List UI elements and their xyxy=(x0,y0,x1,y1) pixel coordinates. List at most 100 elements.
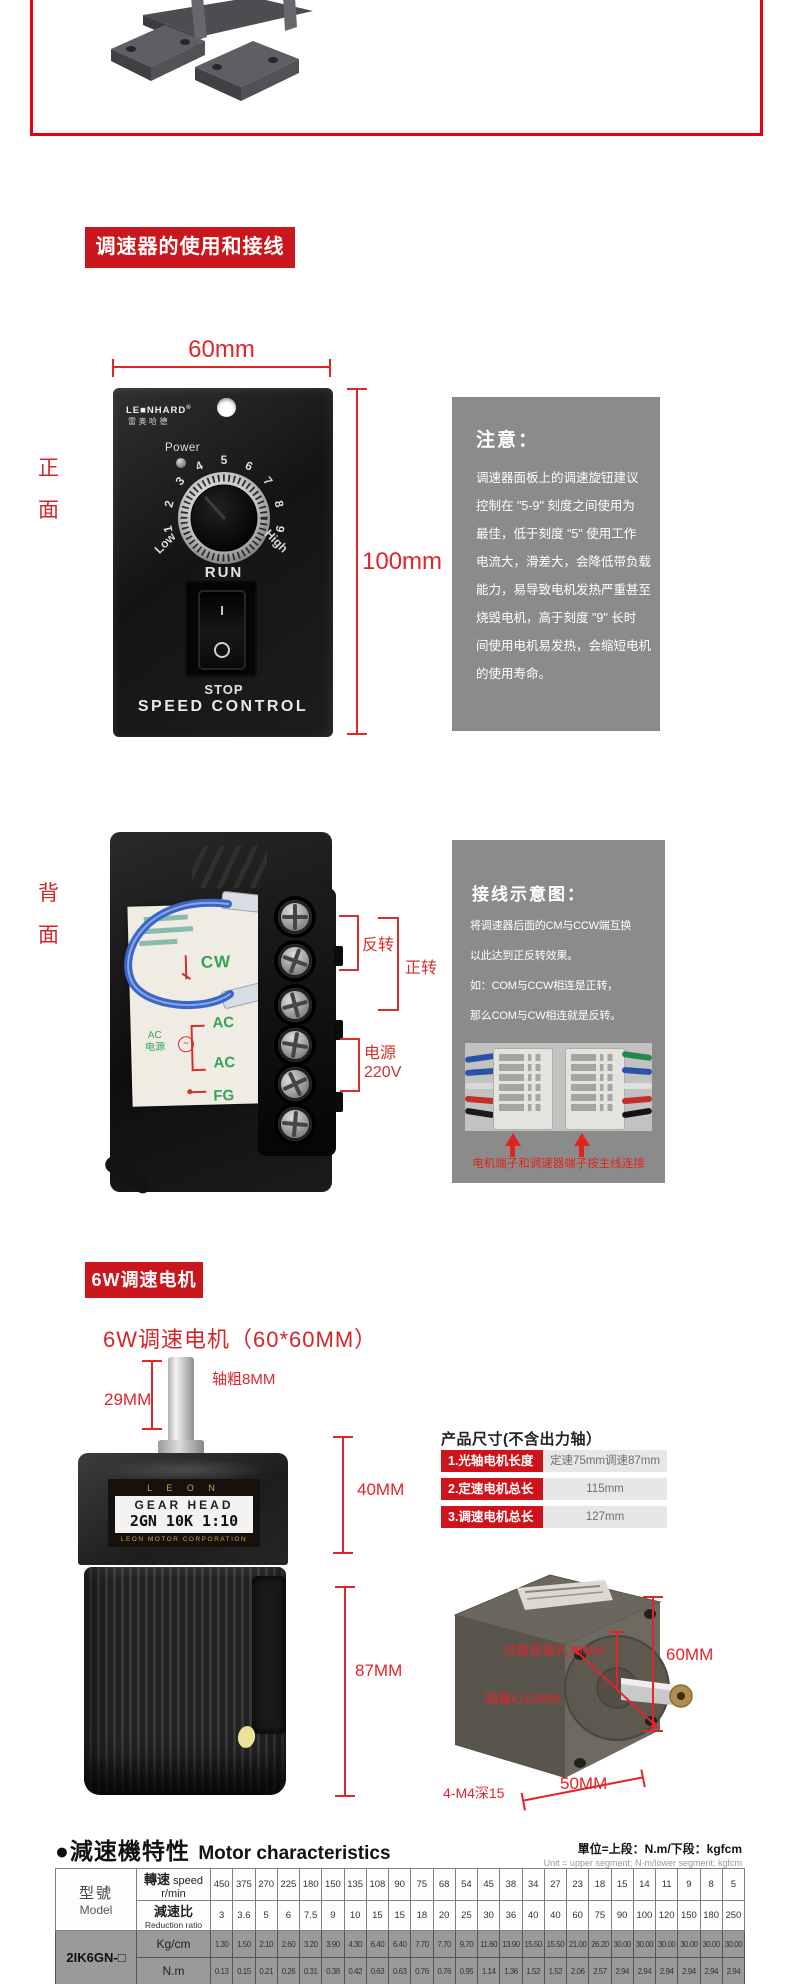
kgcm-value: 15.50 xyxy=(543,1930,568,1958)
connector-row xyxy=(571,1054,619,1061)
mounting-hole xyxy=(217,398,236,417)
fg-terminal-label: FG xyxy=(213,1087,235,1105)
power-cable xyxy=(102,1153,154,1197)
kgcm-value: 13.90 xyxy=(499,1930,523,1958)
dim-29mm: 29MM xyxy=(104,1390,152,1409)
ratio-value: 3.6 xyxy=(232,1900,256,1931)
speed-value: 34 xyxy=(521,1868,545,1901)
dim-diagonal-holes: 对角安装孔70MM xyxy=(503,1643,605,1658)
up-arrow-stem xyxy=(579,1145,584,1157)
kgcm-value: 4.30 xyxy=(343,1930,367,1958)
nm-value: 2.94 xyxy=(677,1957,701,1984)
switch-recess: I xyxy=(185,581,257,677)
terminal-screw xyxy=(274,984,316,1026)
terminal-screw xyxy=(272,1061,318,1107)
speed-value: 135 xyxy=(343,1868,367,1901)
kgcm-value: 1.50 xyxy=(232,1930,256,1958)
nm-value: 0.38 xyxy=(321,1957,345,1984)
stop-label: STOP xyxy=(204,682,244,697)
speed-value: 38 xyxy=(499,1868,523,1901)
dim-50mm: 50MM xyxy=(560,1774,608,1793)
dim-line-100mm xyxy=(347,388,367,735)
controller-connector xyxy=(565,1048,625,1130)
nm-value: 0.26 xyxy=(276,1957,301,1984)
shaft-collar xyxy=(158,1440,204,1456)
speed-value: 450 xyxy=(209,1868,234,1901)
kgcm-value: 30.00 xyxy=(632,1930,657,1958)
speed-value: 45 xyxy=(476,1868,501,1901)
dim-60mm-box: 60MM xyxy=(666,1645,714,1664)
front-side-label: 正 面 xyxy=(38,452,59,524)
motor-shaft xyxy=(168,1357,194,1453)
connector-row xyxy=(499,1094,547,1101)
back-label-char1: 背 xyxy=(38,882,59,905)
caution-note-box: 注意： 调速器面板上的调速旋钮建议控制在 "5-9" 刻度之间使用为最佳，低于刻… xyxy=(452,397,660,731)
up-arrow-icon xyxy=(574,1133,590,1146)
ratio-en: Reduction ratio xyxy=(144,1920,203,1930)
nm-value: 0.63 xyxy=(365,1957,390,1984)
gear-head: L E O N GEAR HEAD 2GN 10K 1:10 LEON MOTO… xyxy=(78,1453,288,1565)
ratio-value: 90 xyxy=(610,1900,634,1931)
speed-value: 150 xyxy=(321,1868,345,1901)
size-row-value: 115mm xyxy=(543,1478,667,1500)
terminal-tab xyxy=(334,1092,343,1112)
characteristics-title: ●減速機特性 Motor characteristics xyxy=(55,1832,391,1866)
size-row-label: 1.光轴电机长度 xyxy=(441,1450,543,1472)
ac-source-line1: AC xyxy=(147,1029,162,1042)
knob-number: 2 xyxy=(160,498,177,509)
gear-head-label: L E O N GEAR HEAD 2GN 10K 1:10 LEON MOTO… xyxy=(108,1479,260,1547)
ratio-value: 20 xyxy=(432,1900,456,1931)
kgcm-value: 15.50 xyxy=(521,1930,545,1958)
power-annotation-line1: 电源 xyxy=(364,1045,397,1062)
note-line: 最佳，低于刻度 "5" 使用工作 xyxy=(476,527,637,541)
connector-row xyxy=(571,1104,619,1111)
ratio-value: 40 xyxy=(543,1900,568,1931)
wire-black xyxy=(464,1107,496,1119)
reverse-annotation: 反转 xyxy=(362,937,395,954)
gear-label-brand: L E O N xyxy=(147,1483,221,1493)
dim-87mm: 87MM xyxy=(355,1661,403,1680)
gear-label-line2: 2GN 10K 1:10 xyxy=(129,1512,239,1530)
connector-row xyxy=(571,1074,619,1081)
connector-row xyxy=(571,1084,619,1091)
forward-bracket xyxy=(378,917,399,1011)
nm-value: 1.52 xyxy=(521,1957,545,1984)
note-line: 间使用电机易发热，会缩短电机 xyxy=(476,639,652,653)
wire-red xyxy=(464,1095,496,1105)
dim-line-29mm xyxy=(142,1360,162,1430)
speed-value: 180 xyxy=(298,1868,323,1901)
ratio-value: 60 xyxy=(565,1900,590,1931)
forward-annotation: 正转 xyxy=(405,960,438,977)
kgcm-value: 30.00 xyxy=(699,1930,723,1958)
ratio-value: 6 xyxy=(276,1900,301,1931)
dim-line-60mm-box xyxy=(643,1596,663,1732)
nm-value: 0.31 xyxy=(298,1957,323,1984)
speed-value: 8 xyxy=(699,1868,723,1901)
caution-lines: 调速器面板上的调速旋钮建议控制在 "5-9" 刻度之间使用为最佳，低于刻度 "5… xyxy=(452,464,660,688)
nm-value: 0.15 xyxy=(232,1957,256,1984)
brand-logo: LE■NHARD® xyxy=(126,405,192,417)
kgcm-value: 9.70 xyxy=(454,1930,479,1958)
nm-value: 0.76 xyxy=(410,1957,434,1984)
power-annotation: 电源 220V xyxy=(364,1044,401,1082)
speed-unit: r/min xyxy=(161,1888,186,1900)
speed-value: 90 xyxy=(387,1868,412,1901)
characteristics-title-en: Motor characteristics xyxy=(198,1843,391,1864)
dim-line-60mm xyxy=(112,359,331,377)
kgcm-value: 11.60 xyxy=(476,1930,501,1958)
speed-knob xyxy=(178,472,270,564)
ratio-cn: 減速比 xyxy=(153,1904,193,1919)
power-annotation-line2: 220V xyxy=(364,1064,402,1081)
kgcm-value: 7.70 xyxy=(432,1930,456,1958)
ratio-value: 18 xyxy=(410,1900,434,1931)
ratio-value: 7.5 xyxy=(298,1900,323,1931)
switch-off-mark xyxy=(214,642,230,658)
connector-row xyxy=(499,1054,547,1061)
nm-value: 0.13 xyxy=(209,1957,234,1984)
note-line: 能力，易导致电机发热严重甚至 xyxy=(476,583,652,597)
wire-blue xyxy=(464,1067,496,1077)
